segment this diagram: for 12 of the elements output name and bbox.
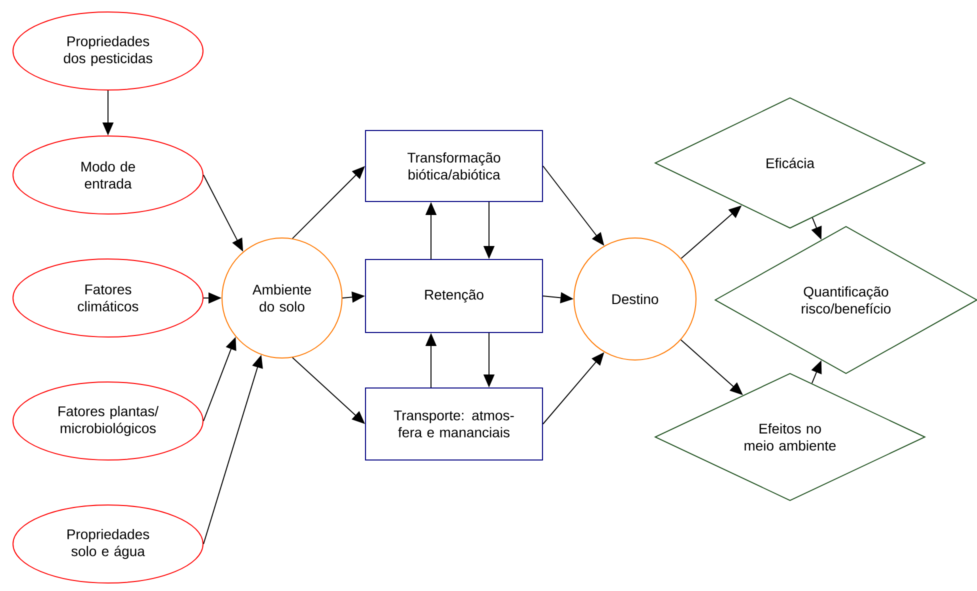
process-box: Transporte: atmos- fera e mananciais (365, 388, 543, 460)
ellipse-node: Propriedades dos pesticidas (12, 12, 204, 90)
ellipse-node: Propriedades solo e água (12, 504, 204, 584)
ellipse-node: Modo de entrada (12, 136, 204, 214)
circle-node: Destino (574, 238, 696, 360)
process-box: Transformação biótica/abiótica (365, 130, 543, 202)
ellipse-node: Fatores plantas/ microbiológicos (12, 382, 204, 460)
ellipse-node: Fatores climáticos (12, 258, 204, 338)
circle-node: Ambiente do solo (222, 238, 342, 358)
process-box: Retenção (365, 259, 543, 333)
arrow (292, 357, 365, 424)
arrow (292, 166, 365, 239)
